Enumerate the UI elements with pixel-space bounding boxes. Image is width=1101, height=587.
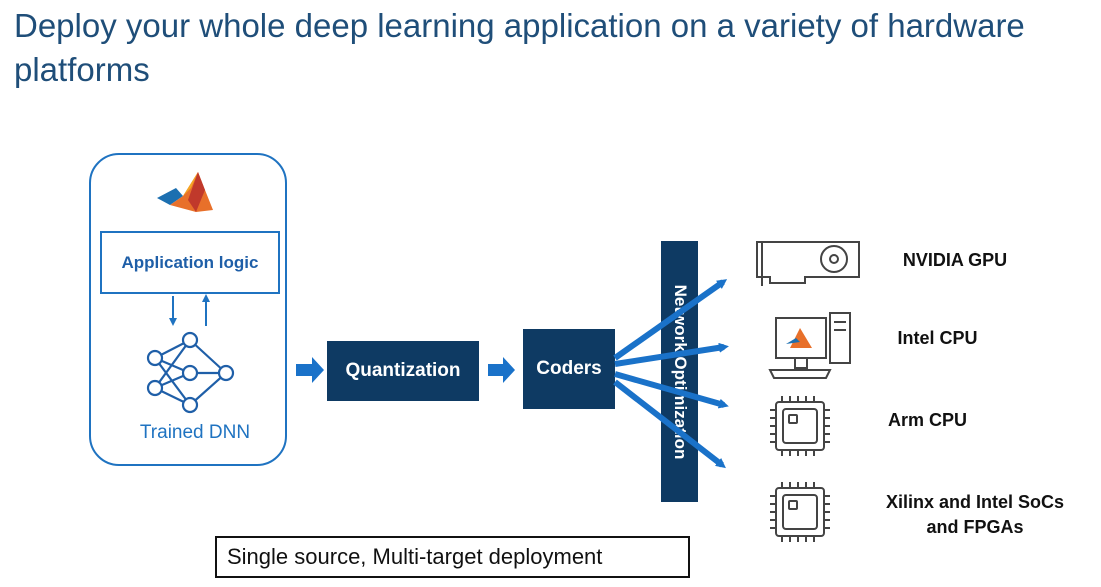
application-logic-box: Application logic	[100, 231, 280, 294]
gpu-card-icon	[756, 241, 860, 286]
arm-chip-icon	[770, 396, 830, 456]
fan-out-arrows	[613, 279, 729, 469]
quantization-label: Quantization	[345, 360, 461, 381]
target-label-arm-cpu: Arm CPU	[887, 410, 967, 430]
target-label-nvidia-gpu: NVIDIA GPU	[902, 250, 1008, 270]
trained-dnn-label: Trained DNN	[139, 422, 251, 443]
source-application-box	[89, 153, 287, 466]
target-label-intel-cpu: Intel CPU	[897, 328, 978, 348]
neural-network-icon	[146, 331, 235, 414]
coders-label: Coders	[536, 358, 602, 379]
pipeline-arrow-2	[488, 357, 515, 383]
footer-caption-box: Single source, Multi-target deployment	[215, 536, 690, 578]
application-logic-label: Application logic	[121, 252, 259, 272]
target-label-fpga-line2: and FPGAs	[926, 517, 1024, 537]
network-optimization-block: Network Optimization	[661, 241, 698, 502]
quantization-block: Quantization	[327, 341, 479, 401]
matlab-logo-icon	[157, 172, 213, 212]
footer-caption: Single source, Multi-target deployment	[227, 544, 603, 569]
target-label-fpga: Xilinx and Intel SoCs and FPGAs	[860, 490, 1090, 540]
desktop-computer-icon	[768, 312, 851, 379]
target-label-fpga-line1: Xilinx and Intel SoCs	[885, 492, 1065, 512]
page-title: Deploy your whole deep learning applicat…	[14, 7, 1025, 88]
fpga-chip-icon	[770, 482, 830, 542]
data-flow-arrows	[169, 294, 210, 326]
coders-block: Coders	[523, 329, 615, 409]
pipeline-arrow-1	[296, 357, 324, 383]
